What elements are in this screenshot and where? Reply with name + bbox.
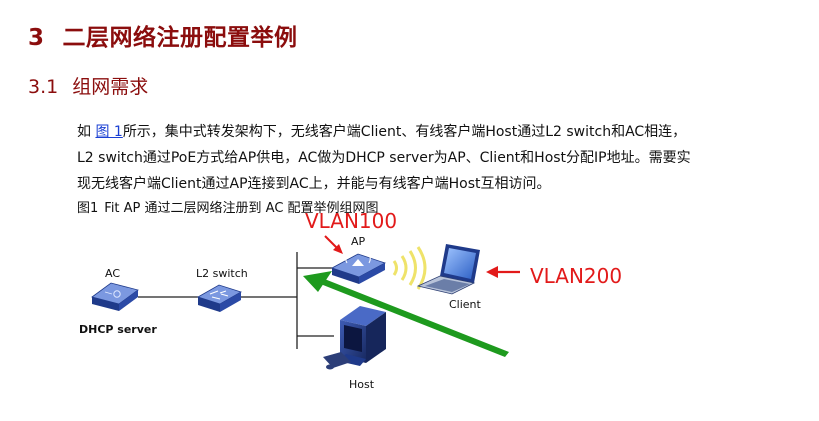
paragraph-line-3: 现无线客户端Client通过AP连接到AC上，并能与有线客户端Host互相访问。 [77, 176, 551, 192]
access-point-icon [330, 253, 387, 284]
section-title: 二层网络注册配置举例 [62, 25, 298, 51]
figure-caption: 图1 Fit AP 通过二层网络注册到 AC 配置举例组网图 [77, 197, 379, 216]
paragraph-suffix: 所示，集中式转发架构下，无线客户端Client、有线客户端Host通过L2 sw… [122, 124, 687, 140]
desktop-computer-icon [323, 306, 386, 370]
figure-title: Fit AP 通过二层网络注册到 AC 配置举例组网图 [104, 201, 379, 216]
flow-arrow [303, 271, 509, 357]
figure-number: 图1 [77, 201, 99, 216]
figure-1-link[interactable]: 图 1 [95, 124, 123, 140]
vlan200-arrow [486, 266, 520, 278]
host-label: Host [349, 378, 375, 391]
body-paragraph: 如 图 1所示，集中式转发架构下，无线客户端Client、有线客户端Host通过… [77, 119, 777, 197]
dhcp-server-label: DHCP server [79, 323, 157, 336]
ac-controller-icon [91, 282, 139, 311]
paragraph-line-2: L2 switch通过PoE方式给AP供电，AC做为DHCP server为AP… [77, 150, 691, 166]
client-label: Client [449, 298, 481, 311]
vlan100-arrow [324, 235, 343, 254]
subsection-number: 3.1 [28, 76, 59, 98]
wireless-signal-icon [392, 246, 427, 290]
switch-label: L2 switch [196, 267, 248, 280]
ap-label: AP [351, 235, 366, 248]
paragraph-prefix: 如 [77, 124, 91, 140]
vlan200-annotation: VLAN200 [530, 264, 623, 288]
paragraph-line-1: 如 图 1所示，集中式转发架构下，无线客户端Client、有线客户端Host通过… [77, 119, 777, 145]
laptop-icon [416, 244, 480, 295]
ac-label: AC [105, 267, 121, 280]
section-heading: 3 二层网络注册配置举例 [28, 18, 298, 52]
vlan100-annotation: VLAN100 [305, 209, 398, 233]
subsection-title: 组网需求 [72, 76, 149, 98]
switch-icon [197, 284, 242, 312]
subsection-heading: 3.1 组网需求 [28, 72, 148, 99]
section-number: 3 [28, 25, 45, 51]
